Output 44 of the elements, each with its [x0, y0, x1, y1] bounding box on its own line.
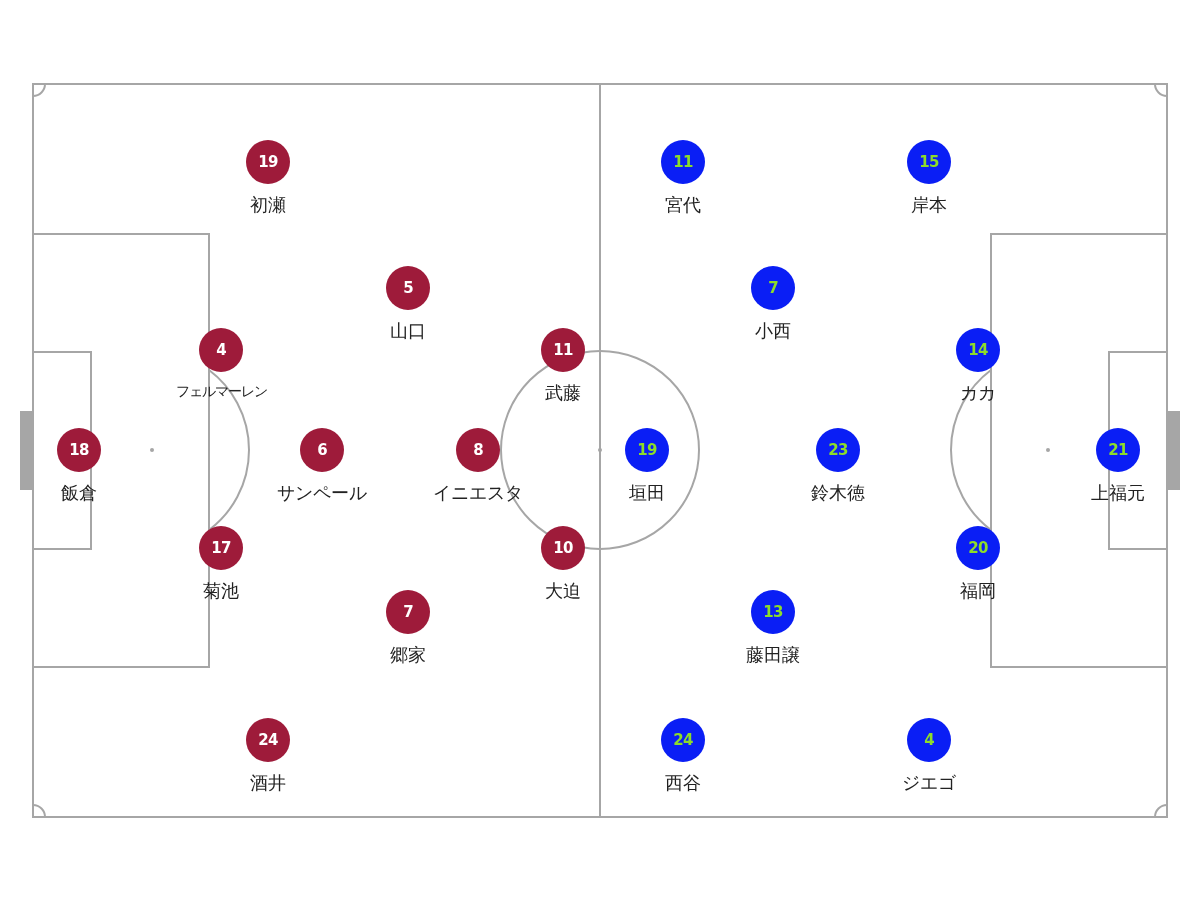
player-marker: 4	[907, 718, 951, 762]
player-marker: 17	[199, 526, 243, 570]
player-name: 小西	[755, 322, 791, 340]
player-marker: 7	[751, 266, 795, 310]
player-marker: 4	[199, 328, 243, 372]
player-name: 山口	[390, 322, 426, 340]
player-marker: 10	[541, 526, 585, 570]
player-marker: 23	[816, 428, 860, 472]
player-marker: 14	[956, 328, 1000, 372]
player-marker: 6	[300, 428, 344, 472]
player-name: 藤田譲	[746, 646, 800, 664]
player-name: 初瀬	[250, 196, 286, 214]
player-name: 酒井	[250, 774, 286, 792]
player-name: 大迫	[545, 582, 581, 600]
player-name: 上福元	[1091, 484, 1145, 502]
player-name: 西谷	[665, 774, 701, 792]
player-marker: 18	[57, 428, 101, 472]
player-name: サンペール	[277, 484, 367, 502]
player-marker: 11	[541, 328, 585, 372]
player-name: 飯倉	[61, 484, 97, 502]
player-marker: 5	[386, 266, 430, 310]
player-marker: 21	[1096, 428, 1140, 472]
player-name: 郷家	[390, 646, 426, 664]
player-marker: 7	[386, 590, 430, 634]
player-marker: 20	[956, 526, 1000, 570]
player-marker: 15	[907, 140, 951, 184]
player-name: ジエゴ	[902, 774, 956, 792]
player-marker: 11	[661, 140, 705, 184]
player-marker: 19	[246, 140, 290, 184]
player-marker: 24	[661, 718, 705, 762]
player-marker: 8	[456, 428, 500, 472]
player-name: 岸本	[911, 196, 947, 214]
player-name: フェルマーレン	[175, 384, 267, 398]
player-name: 福岡	[960, 582, 996, 600]
player-marker: 19	[625, 428, 669, 472]
player-name: 武藤	[545, 384, 581, 402]
player-marker: 13	[751, 590, 795, 634]
player-name: 宮代	[665, 196, 701, 214]
player-name: 鈴木徳	[811, 484, 865, 502]
player-name: イニエスタ	[433, 484, 523, 502]
player-name: 菊池	[203, 582, 239, 600]
player-name: カカ	[960, 384, 996, 402]
player-name: 垣田	[629, 484, 665, 502]
player-marker: 24	[246, 718, 290, 762]
